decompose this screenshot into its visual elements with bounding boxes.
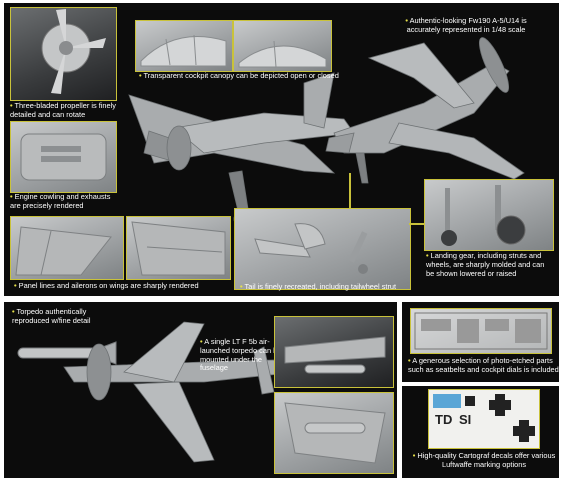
wing-panel-lines-image-1 (10, 216, 124, 280)
panel-lines-caption: • Panel lines and ailerons on wings are … (14, 281, 199, 290)
propeller-caption-text: Three-bladed propeller is finely detaile… (10, 101, 116, 119)
tail-caption: • Tail is finely recreated, including ta… (240, 282, 397, 291)
decal-code-1: TD (435, 412, 453, 427)
photo-etched-image (410, 308, 552, 354)
torpedo-side-illustration (284, 336, 386, 374)
connector-line-gear (409, 223, 424, 225)
landing-gear-caption-text: Landing gear, including struts and wheel… (426, 251, 545, 278)
decals-panel: TD SI • High-quality Cartograf decals of… (402, 386, 559, 478)
torpedo-mounted-side-image (274, 316, 394, 388)
decal-code-2: SI (459, 412, 472, 427)
torpedo-mounted-under-image (274, 392, 394, 474)
wing-panel-lines-image-2 (126, 216, 231, 280)
photo-etched-caption-text: A generous selection of photo-etched par… (408, 356, 559, 374)
landing-gear-illustration (441, 185, 526, 246)
photo-etched-panel: • A generous selection of photo-etched p… (402, 302, 559, 382)
canopy-caption-text: Transparent cockpit canopy can be depict… (143, 71, 339, 80)
canopy-closed-image (233, 20, 332, 72)
wing-panel-illustration-1 (15, 226, 112, 276)
propeller-icon (41, 9, 106, 94)
cowling-caption: • Engine cowling and exhausts are precis… (10, 192, 111, 210)
canopy-open-image (135, 20, 233, 72)
tail-caption-text: Tail is finely recreated, including tail… (244, 282, 397, 291)
torpedo-mount-caption-text: A single LT F 5b air-launched torpedo ca… (200, 337, 282, 373)
tail-detail-image (234, 208, 411, 290)
canopy-closed-illustration (238, 40, 327, 68)
cowling-caption-text: Engine cowling and exhausts are precisel… (10, 192, 111, 210)
top-feature-panel: • Three-bladed propeller is finely detai… (4, 3, 559, 296)
canopy-caption: • Transparent cockpit canopy can be depi… (139, 71, 339, 80)
connector-line-tail (349, 173, 351, 208)
landing-gear-image (424, 179, 554, 251)
torpedo-under-illustration (284, 402, 386, 464)
propeller-caption: • Three-bladed propeller is finely detai… (10, 101, 116, 119)
model-aircraft-render-top (128, 37, 525, 228)
torpedo-detail-caption: • Torpedo authentically reproduced w/fin… (12, 307, 91, 325)
torpedo-mount-caption: • A single LT F 5b air-launched torpedo … (200, 337, 282, 373)
photo-etched-caption: • A generous selection of photo-etched p… (408, 356, 559, 374)
authentic-caption-text: Authentic-looking Fw190 A-5/U14 is accur… (406, 16, 527, 34)
decals-caption: • High-quality Cartograf decals offer va… (412, 451, 556, 469)
cowling-detail-image (10, 121, 117, 193)
torpedo-detail-caption-text: Torpedo authentically reproduced w/fine … (12, 307, 91, 325)
authentic-caption: • Authentic-looking Fw190 A-5/U14 is acc… (405, 16, 527, 34)
decal-sheet-image: TD SI (428, 389, 540, 449)
wing-panel-illustration-2 (131, 221, 226, 276)
decals-caption-text: High-quality Cartograf decals offer vari… (417, 451, 556, 469)
decal-sheet-illustration (433, 394, 535, 442)
cowling-illustration (20, 133, 107, 181)
torpedo-feature-panel: • Torpedo authentically reproduced w/fin… (4, 302, 397, 478)
photo-etched-fret-illustration (414, 312, 548, 350)
panel-lines-caption-text: Panel lines and ailerons on wings are sh… (18, 281, 199, 290)
landing-gear-caption: • Landing gear, including struts and whe… (426, 251, 545, 278)
canopy-open-illustration (140, 34, 227, 67)
tail-illustration (254, 223, 368, 274)
propeller-detail-image (10, 7, 117, 101)
